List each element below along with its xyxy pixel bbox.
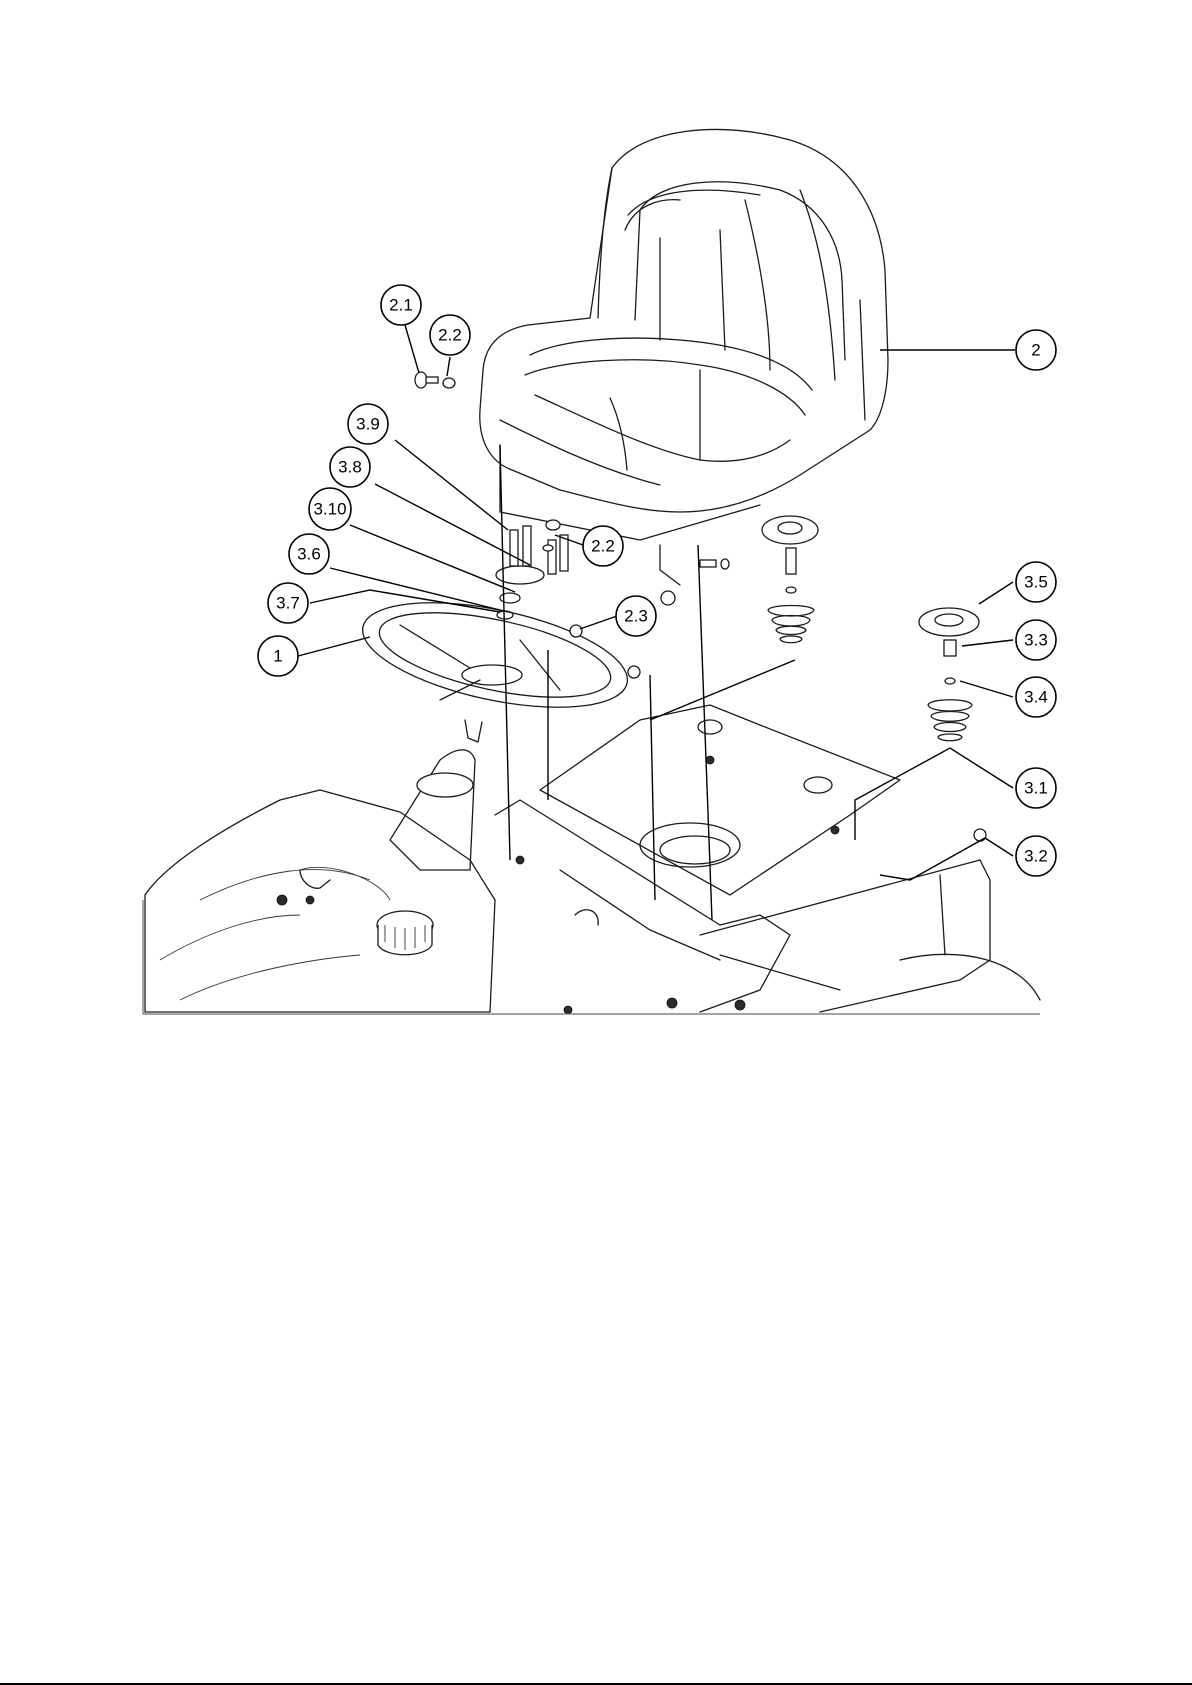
callout-3-8: 3.8 [330, 447, 370, 487]
leader-1 [298, 637, 370, 656]
callout-2-2-bottom: 2.2 [583, 526, 623, 566]
callout-3-7: 3.7 [268, 583, 308, 623]
callout-label: 2.3 [624, 607, 648, 626]
callout-label: 2 [1031, 341, 1040, 360]
callout-label: 3.1 [1024, 779, 1048, 798]
callout-label: 3.9 [356, 415, 380, 434]
callout-label: 3.7 [276, 594, 300, 613]
leader-3-5 [979, 582, 1013, 604]
callout-label: 3.6 [297, 545, 321, 564]
leader-3-4 [960, 681, 1013, 697]
callout-label: 3.2 [1024, 847, 1048, 866]
callout-label: 2.1 [389, 296, 413, 315]
callout-label: 1 [273, 647, 282, 666]
seat-drawing [480, 129, 888, 585]
callout-label: 2.2 [591, 537, 615, 556]
leader-2-2a [447, 357, 450, 376]
callout-3-2: 3.2 [1016, 836, 1056, 876]
callout-3-3: 3.3 [1016, 620, 1056, 660]
callout-3-4: 3.4 [1016, 677, 1056, 717]
callout-3-5: 3.5 [1016, 562, 1056, 602]
callout-2-2-top: 2.2 [430, 315, 470, 355]
callout-label: 3.5 [1024, 573, 1048, 592]
callout-label: 3.8 [338, 458, 362, 477]
callout-3-10: 3.10 [309, 488, 351, 530]
callout-2: 2 [1016, 330, 1056, 370]
callout-label: 3.4 [1024, 688, 1048, 707]
leader-3-3 [962, 640, 1013, 646]
callout-3-6: 3.6 [289, 534, 329, 574]
callout-2-3: 2.3 [616, 596, 656, 636]
callout-3-1: 3.1 [1016, 768, 1056, 808]
callout-label: 2.2 [438, 326, 462, 345]
leader-2-2b [555, 535, 583, 545]
callout-2-1: 2.1 [381, 285, 421, 325]
callout-1: 1 [258, 636, 298, 676]
leader-3-2 [880, 838, 1013, 880]
leader-3-1 [855, 748, 1013, 840]
leader-3-8 [375, 484, 530, 565]
callout-label: 3.10 [313, 500, 346, 519]
tractor-body-drawing [143, 705, 1040, 1014]
steering-wheel-drawing [354, 583, 637, 742]
leader-2-1 [405, 325, 419, 373]
leader-2-3 [580, 616, 617, 629]
callout-3-9: 3.9 [348, 404, 388, 444]
leader-3-10 [350, 525, 515, 592]
callout-label: 3.3 [1024, 631, 1048, 650]
